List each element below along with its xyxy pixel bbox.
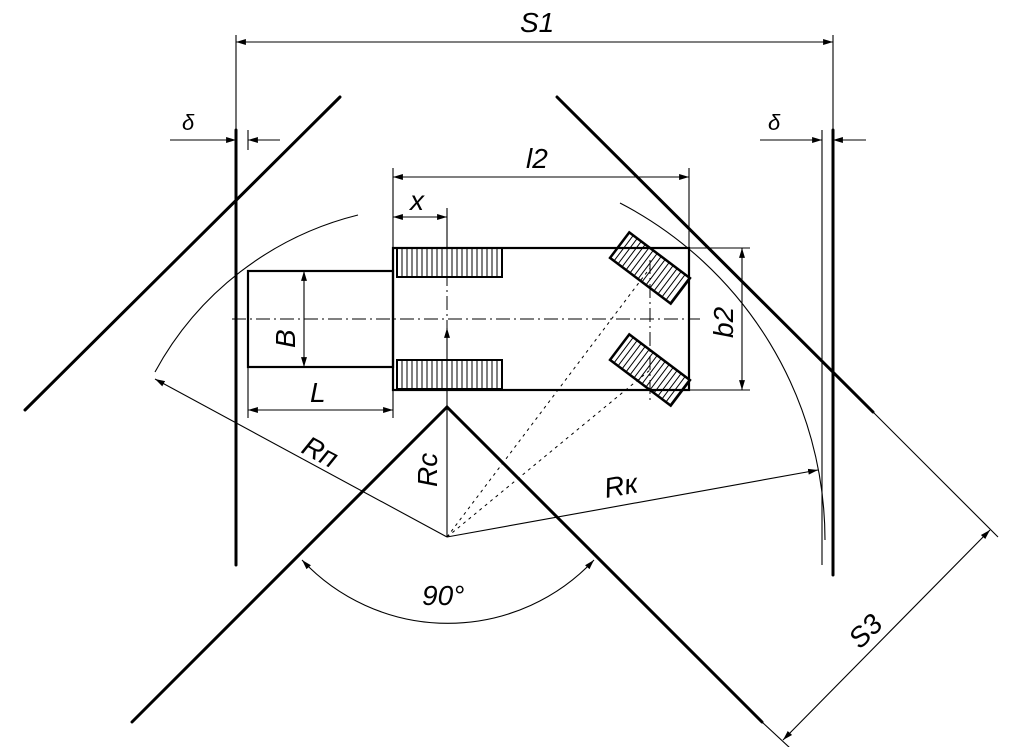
rear-wheel-top [396,247,503,278]
label-s1: S1 [520,7,554,38]
inner-turning-arc [154,214,359,373]
label-delta-right: δ [768,110,781,135]
label-angle: 90° [422,580,464,611]
label-x: x [408,185,425,216]
lower-left-diagonal-wall [130,405,449,724]
right-angle-arc [301,559,595,624]
label-b: B [270,329,301,348]
rp-radius-line [154,378,448,538]
label-l: L [310,377,326,408]
s3-extension-bottom [761,721,790,747]
label-s3: S3 [842,608,888,654]
label-b2: b2 [708,306,739,338]
label-rk: Rк [602,467,642,504]
s3-dimension-line [782,529,991,741]
ray-front-wheel-bottom [446,369,651,538]
label-l2: l2 [526,143,548,174]
upper-left-diagonal-wall [23,95,342,412]
label-rp: Rп [297,430,343,474]
rk-radius-line [446,468,819,538]
label-rc: Rc [412,453,443,487]
upper-right-diagonal-wall [555,95,875,414]
label-delta-left: δ [182,110,195,135]
rear-wheel-bottom [396,359,503,390]
s3-extension-top [872,411,999,538]
lower-right-diagonal-wall [445,405,764,724]
outer-turning-arc [619,202,826,541]
ray-front-wheel-top [446,267,651,538]
